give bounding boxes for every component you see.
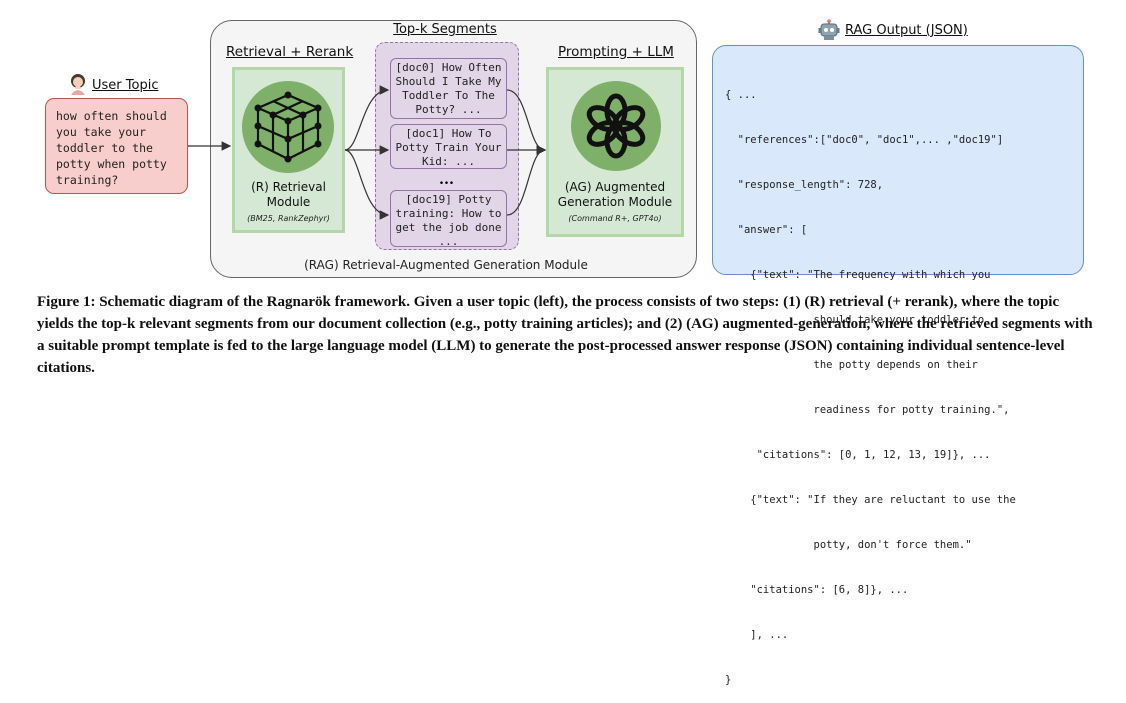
caption-text: Schematic diagram of the Ragnarök framew… [37,294,1093,376]
robot-icon [818,19,840,46]
caption-label: Figure 1: [37,294,96,310]
code-line: {"text": "If they are reluctant to use t… [725,494,1016,506]
generation-module-name: (AG) Augmented Generation Module [557,180,673,209]
retrieval-title: Retrieval + Rerank [226,44,354,60]
figure-caption: Figure 1: Schematic diagram of the Ragna… [37,291,1097,379]
code-line: should take your toddler to [725,314,985,326]
code-line: "response_length": 728, [725,179,884,191]
code-line: the potty depends on their [725,359,978,371]
code-line: {"text": "The frequency with which you [725,269,991,281]
output-json-box [712,45,1084,275]
code-line: { ... [725,89,757,101]
generation-title: Prompting + LLM [558,44,674,60]
retrieval-module-name: (R) Retrieval Module [251,180,326,209]
user-topic-text: how often should you take your toddler t… [45,98,188,194]
retrieval-models: (BM25, RankZephyr) [247,214,330,223]
segments-title: Top-k Segments [393,22,497,37]
llm-logo-icon [570,80,662,177]
code-line: "citations": [0, 1, 12, 13, 19]}, ... [725,449,991,461]
generation-models: (Command R+, GPT4o) [568,214,662,223]
rag-module-label: (RAG) Retrieval-Augmented Generation Mod… [304,258,588,272]
code-line: "citations": [6, 8]}, ... [725,584,909,596]
segment-doc1: [doc1] How To Potty Train Your Kid: ... [390,124,507,169]
output-title: RAG Output (JSON) [845,23,968,38]
output-json-code: { ... "references":["doc0", "doc1",... ,… [725,58,1016,703]
user-topic-title: User Topic [92,78,159,93]
code-line: "references":["doc0", "doc1",... ,"doc19… [725,134,1004,146]
network-graph-icon [241,80,335,179]
segments-ellipsis: ... [439,171,455,188]
user-avatar-icon [68,73,88,100]
segment-doc19: [doc19] Potty training: How to get the j… [390,190,507,248]
segment-doc0: [doc0] How Often Should I Take My Toddle… [390,58,507,119]
code-line: } [725,674,732,686]
flow-arrows [188,85,547,220]
code-line: ], ... [725,629,789,641]
code-line: "answer": [ [725,224,808,236]
code-line: readiness for potty training.", [725,404,1010,416]
code-line: potty, don't force them." [725,539,972,551]
